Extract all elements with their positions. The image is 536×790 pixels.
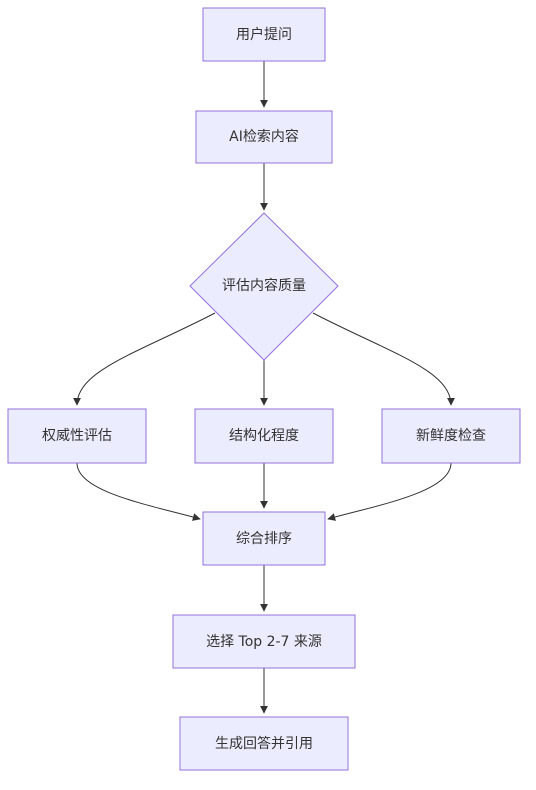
node-authority-eval-label: 权威性评估 [42,428,112,444]
node-user-question-label: 用户提问 [236,26,292,43]
edge-authority-to-ranking [76,462,201,521]
node-combined-ranking-label: 综合排序 [236,531,292,547]
node-structure-level-label: 结构化程度 [229,428,299,444]
node-freshness-check: 新鲜度检查 [381,408,521,464]
node-ai-retrieve: AI检索内容 [195,110,333,164]
node-freshness-check-label: 新鲜度检查 [416,428,486,444]
node-ai-retrieve-label: AI检索内容 [229,128,299,145]
edge-evaluate-to-freshness [312,312,455,406]
node-combined-ranking: 综合排序 [202,511,326,566]
node-evaluate-quality: 评估内容质量 [189,212,339,361]
node-select-sources: 选择 Top 2-7 来源 [172,614,356,669]
node-select-sources-label: 选择 Top 2-7 来源 [206,634,322,650]
edge-evaluate-to-authority [73,312,216,406]
node-structure-level: 结构化程度 [194,408,334,464]
node-generate-answer: 生成回答并引用 [179,716,349,771]
node-authority-eval: 权威性评估 [7,408,147,464]
node-evaluate-quality-label: 评估内容质量 [222,277,306,294]
node-user-question: 用户提问 [202,7,326,62]
edge-freshness-to-ranking [327,462,452,521]
node-generate-answer-label: 生成回答并引用 [215,735,313,752]
